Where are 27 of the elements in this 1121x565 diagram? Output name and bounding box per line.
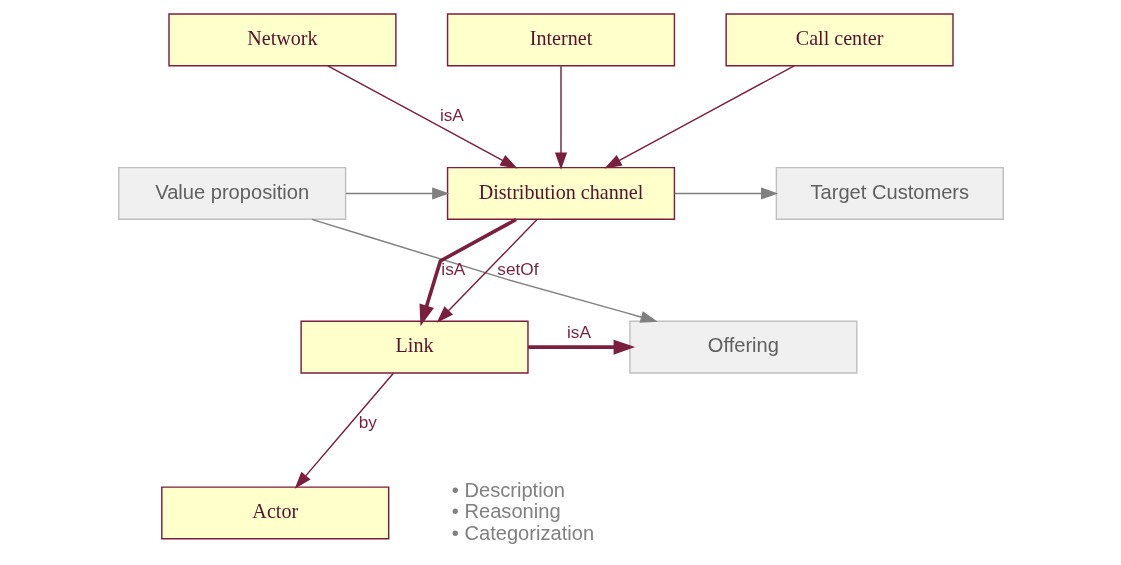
edge-label: setOf <box>496 258 538 279</box>
arrow <box>527 339 635 355</box>
arrow <box>673 187 778 200</box>
node-box: Offering <box>628 320 857 374</box>
edge-label: isA <box>439 105 464 126</box>
node-box: Link <box>299 320 529 374</box>
label: • Categorization <box>451 521 594 544</box>
edge-label: isA <box>440 258 465 279</box>
node-box: Network <box>167 13 397 67</box>
node-box: Target Customers <box>775 166 1004 221</box>
label: • Reasoning <box>451 500 561 523</box>
arrow <box>326 65 518 169</box>
node-box: Internet <box>446 13 675 67</box>
arrow <box>554 65 567 170</box>
node-box: Call center <box>724 13 954 67</box>
node-box: Actor <box>160 486 389 540</box>
edge-label: by <box>358 412 377 433</box>
edge-label: isA <box>566 321 591 342</box>
node-box: Distribution channel <box>446 166 675 221</box>
arrow <box>344 187 449 200</box>
label: • Description <box>451 478 565 501</box>
arrow <box>436 219 538 323</box>
arrow <box>294 372 394 489</box>
arrow <box>419 217 517 327</box>
node-box: Value proposition <box>117 166 346 221</box>
arrow <box>603 65 795 169</box>
arrow <box>310 218 658 323</box>
